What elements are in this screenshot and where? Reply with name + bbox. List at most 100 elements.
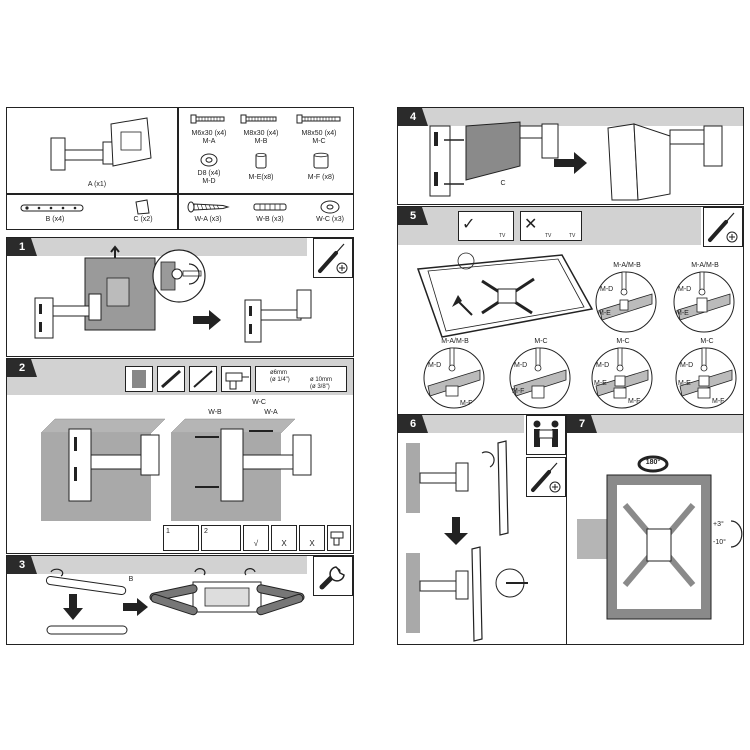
divider — [177, 108, 179, 229]
spacer-me-label: M-E(x8) — [248, 174, 274, 181]
step-number: 2 — [7, 359, 37, 377]
detail-circle — [673, 271, 735, 333]
cross-mark: X — [309, 539, 315, 548]
screw-detail: M-C M-D M-E M-F — [674, 338, 740, 414]
wrong-example-box-1: X — [271, 525, 297, 551]
drill-icon — [330, 531, 344, 546]
clip-part-icon — [135, 199, 150, 215]
step-number: 4 — [398, 108, 428, 126]
assembled-arm-illustration — [607, 123, 723, 201]
screw-detail: M-A/M-B M-D M-F — [422, 338, 488, 414]
screw-m8-30-icon — [240, 114, 277, 124]
cross-mark-icon: ✕ — [524, 216, 538, 233]
wrong-screw-example-box: ✕ TV TV — [520, 211, 582, 241]
tv-label: TV — [499, 233, 506, 239]
bracket-result-illustration — [244, 289, 312, 343]
drill-tool-box — [221, 366, 251, 392]
two-person-lift-box — [526, 415, 566, 455]
tilt-down-label: -10° — [713, 539, 726, 546]
step-bar — [567, 415, 743, 433]
step-bar — [7, 238, 307, 256]
step-2-panel: 2 ø6mm (ø 1/4") ø 10mm (ø 3/8") — [6, 358, 354, 554]
screw-m8-50-icon — [296, 114, 341, 124]
wc-callout: W-C — [252, 399, 266, 406]
step-1-panel: 1 — [6, 237, 354, 357]
detail-e-label: M-E — [598, 310, 611, 317]
detail-f-label: M-F — [712, 398, 725, 405]
step-3-panel: 3 B — [6, 555, 354, 645]
wa-callout: W-A — [264, 409, 278, 416]
wood-screw-wa-icon — [187, 201, 230, 213]
detail-d-label: M-D — [680, 362, 694, 369]
detail-f-label: M-F — [460, 400, 473, 407]
extension-bar-part-icon — [20, 204, 84, 212]
detail-top-label: M-C — [700, 338, 714, 345]
screw-m8-50-size: M8x50 (x4) — [301, 130, 337, 137]
drill-bit-size-2: ø 10mm — [310, 377, 333, 383]
rotation-label: 180° — [645, 459, 661, 466]
mount-assembly-illustration — [34, 245, 156, 339]
detail-circle — [675, 347, 737, 409]
tv-back-with-bracket-illustration — [416, 252, 594, 338]
washer-d8-size: D8 (x4) — [197, 170, 221, 177]
detail-top-label: M-C — [616, 338, 630, 345]
substep-1-number: 1 — [166, 528, 170, 535]
drill-bit-size: ø6mm — [270, 370, 287, 376]
step-number: 1 — [7, 238, 37, 256]
detail-d-label: M-D — [428, 362, 442, 369]
next-arrow-icon — [193, 310, 221, 330]
screw-m8-30-code: M-B — [254, 138, 268, 145]
detail-d-label: M-D — [596, 362, 610, 369]
detail-top-label: M-A/M-B — [441, 338, 469, 345]
screw-detail: M-C M-D M-F — [508, 338, 574, 414]
wall-arm-part-icon — [50, 117, 152, 171]
screw-m6-icon — [190, 114, 225, 124]
check-mark-icon: ✓ — [462, 216, 476, 233]
screw-m8-50-code: M-C — [312, 138, 326, 145]
step-bar — [398, 415, 524, 433]
detail-d-label: M-D — [600, 286, 614, 293]
drill-check-box — [327, 525, 351, 551]
divider — [177, 193, 354, 195]
correct-screw-example-box: ✓ TV — [458, 211, 514, 241]
wrong-example-box-2: X — [299, 525, 325, 551]
c-callout: C — [500, 180, 506, 187]
washer-d8-code: M-D — [202, 178, 216, 185]
zoom-detail-circle — [152, 249, 206, 303]
detail-e-label: M-E — [676, 310, 689, 317]
detail-d-label: M-D — [678, 286, 692, 293]
tilt-up-label: +3° — [713, 521, 724, 528]
screwdriver-icon — [318, 243, 348, 274]
cross-mark: X — [281, 539, 287, 548]
two-people-icon — [533, 420, 559, 447]
wrench-icon — [319, 566, 345, 590]
screwdriver-icon — [708, 212, 738, 243]
step-bar — [398, 108, 743, 126]
wall-type-box — [125, 366, 153, 392]
tilt-arrow-icon — [730, 520, 743, 548]
wb-callout: W-B — [208, 409, 222, 416]
parts-panel: A (x1) B (x4) C (x2) M6x30 (x4) M-A M8x3… — [6, 107, 354, 230]
step-7-panel: 7 180° +3° -10° — [566, 414, 744, 645]
washer-wc-label: W-C (x3) — [316, 216, 344, 223]
drill-bit-size-inch: (ø 1/4") — [270, 377, 290, 383]
pencil-tool-box — [189, 366, 217, 392]
wall-plug-wb-icon — [253, 203, 287, 211]
screw-detail: M-A/M-B M-D M-E — [594, 262, 660, 334]
screw-m8-30-size: M8x30 (x4) — [243, 130, 279, 137]
wall-mount-illustration-right — [170, 418, 312, 521]
divider — [7, 193, 177, 195]
detail-f-label: M-F — [628, 398, 641, 405]
mounted-tv-illustration — [577, 474, 712, 620]
detail-e-label: M-E — [594, 380, 607, 387]
correct-example-box: √ — [243, 525, 269, 551]
drill-bit-spec-box: ø6mm (ø 1/4") ø 10mm (ø 3/8") — [255, 366, 347, 392]
spacer-mf-icon — [313, 152, 329, 169]
washer-d8-icon — [200, 153, 218, 167]
check-mark: √ — [253, 539, 259, 548]
step-6-panel: 6 — [397, 414, 567, 645]
level-icon — [161, 369, 181, 389]
hang-tv-illustration — [406, 440, 528, 642]
drill-bit-size-inch-2: (ø 3/8") — [310, 384, 330, 390]
screw-m6-size: M6x30 (x4) — [191, 130, 227, 137]
